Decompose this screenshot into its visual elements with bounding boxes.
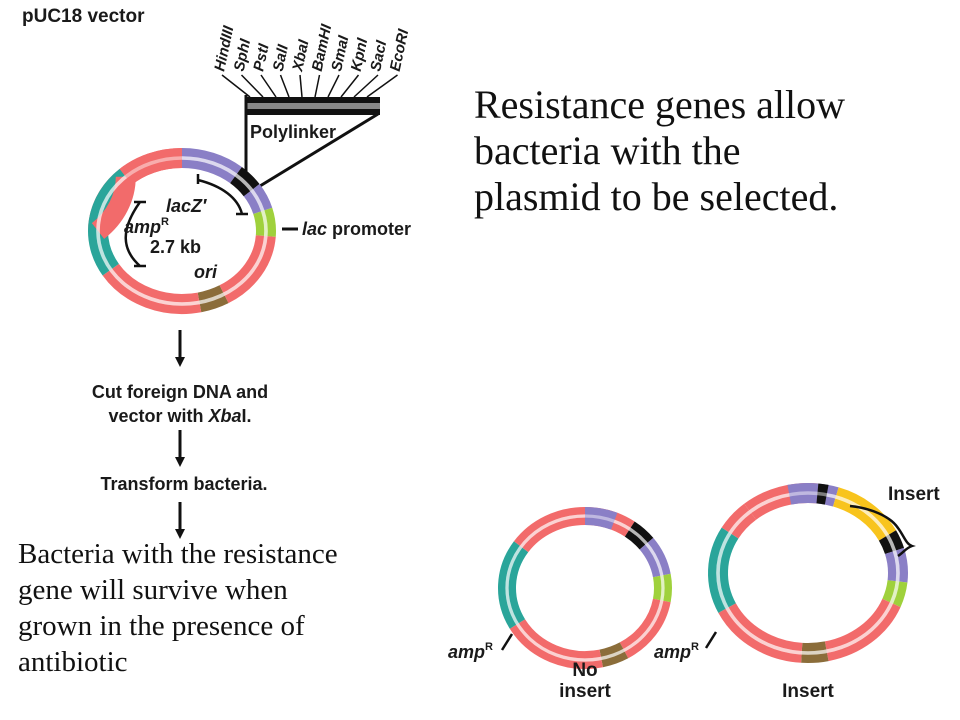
amp-r-label: ampR [124,216,169,237]
puc18-segment-2 [229,166,260,197]
restriction-site-tick [314,74,321,98]
step-1-line-1: Cut foreign DNA and [92,382,268,402]
no-insert-labels: ampR No insert [448,633,612,702]
insert-label: Insert [782,681,834,702]
insert-segment-6 [824,598,901,662]
polylinker-label: Polylinker [250,122,336,142]
plasmid-size-label: 2.7 kb [150,237,201,257]
no-insert-label-line-1: No [572,660,597,681]
insert-labels: ampR Insert Insert [654,484,940,702]
antibiotic-note-line-3: grown in the presence of [18,610,305,642]
insert-top-segment-1 [816,483,829,505]
no-insert-segment-6 [509,618,603,669]
puc18-plasmid-ring [88,148,276,314]
restriction-site-xbai: XbaI [289,37,313,73]
insert-segment-4 [884,547,908,583]
selection-note-line-3: plasmid to be selected. [474,174,839,219]
puc18-segment-1 [181,148,242,184]
lac-promoter-callout: lac promoter [282,219,411,239]
insert-segment-10 [721,503,757,539]
puc18-segment-6 [197,285,229,313]
puc18-segment-5 [219,234,276,304]
restriction-site-ecori: EcoRI [387,27,413,73]
restriction-site-tick [299,74,303,98]
restriction-site-labels: HindIIISphIPstISalIXbaIBamHISmaIKpnISacI… [211,22,413,98]
insert-segment-5 [882,579,908,608]
plasmid-inner-labels: lacZ′ ampR 2.7 kb ori [124,174,248,282]
puc18-wrap-segment-0 [119,148,183,185]
lac-promoter-label: lac promoter [302,219,411,239]
antibiotic-note-line-1: Bacteria with the resistance [18,538,338,570]
no-insert-segment-4 [619,598,671,659]
insert-bracket [849,504,916,558]
no-insert-purple-highlight [505,514,665,662]
insert-segment-7 [801,641,829,663]
restriction-site-tick [221,74,251,98]
insert-segment-3 [878,530,905,555]
no-insert-segment-7 [498,541,529,629]
no-insert-segment-2 [639,537,671,578]
step-1-line-2: vector with XbaI. [108,406,251,426]
no-insert-purple-segment-0 [584,507,618,530]
insert-amp-label: ampR [654,641,699,662]
restriction-site-sphi: SphI [231,37,255,73]
antibiotic-note-line-4: antibiotic [18,646,128,678]
insert-segment-9 [708,527,739,613]
no-insert-segment-5 [599,642,629,668]
step-2-label: Transform bacteria. [100,474,267,494]
no-insert-amp-label: ampR [448,641,493,662]
restriction-site-tick [327,74,340,98]
no-insert-label-line-2: insert [559,681,611,702]
restriction-site-tick [353,74,379,98]
antibiotic-note: Bacteria with the resistance gene will s… [18,536,468,680]
puc18-segment-3 [243,184,273,215]
no-insert-segment-3 [652,573,672,603]
insert-top-segment-0 [787,483,819,505]
restriction-site-tick [340,74,360,98]
antibiotic-note-line-2: gene will survive when [18,574,288,606]
insert-plasmid-ring [708,483,908,663]
selection-note-line-2: bacteria with the [474,128,741,173]
no-insert-segment-8 [513,507,586,553]
lacz-label: lacZ′ [166,196,207,216]
diagram-title: pUC18 vector [22,6,145,27]
restriction-site-saci: SacI [367,38,390,73]
puc18-wrap-highlight [96,156,268,306]
puc18-segment-4 [253,207,276,237]
restriction-site-tick [260,74,277,98]
selection-note-line-1: Resistance genes allow [474,82,845,127]
insert-bracket-label: Insert [888,484,940,505]
restriction-site-kpni: KpnI [348,36,372,73]
restriction-site-tick [366,74,398,98]
puc18-segment-7 [102,263,202,314]
restriction-site-sali: SalI [270,42,292,72]
selection-note: Resistance genes allow bacteria with the… [474,82,944,220]
polylinker: Polylinker [244,95,380,188]
restriction-site-psti: PstI [250,42,273,73]
process-steps: Cut foreign DNA and vector with XbaI. Tr… [92,382,268,494]
restriction-site-tick [240,74,264,98]
insert-segment-2 [832,487,897,541]
insert-segment-8 [718,602,803,663]
no-insert-segment-1 [624,521,654,550]
restriction-site-tick [279,74,290,98]
no-insert-plasmid-ring [498,507,672,669]
puc18-segment-9 [91,176,136,239]
ori-label: ori [194,262,218,282]
insert-top-highlight [716,491,900,655]
